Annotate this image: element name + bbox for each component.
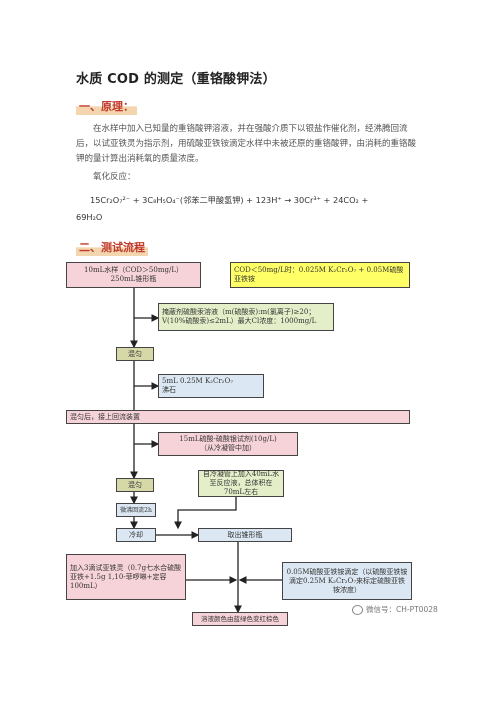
section-heading-principle: 一、原理：: [76, 99, 137, 115]
watermark: 微信号：CH-PT0028: [352, 604, 438, 615]
mix-step-2: 混匀: [116, 478, 154, 492]
mix-reflux-box: 混匀后，接上回流装置: [66, 410, 410, 424]
equation-line-2: 69H₂O: [76, 212, 103, 222]
equation-line-1: 15Cr₂O₇²⁻ + 3C₈H₅O₄⁻(邻苯二甲酸氢钾) + 123H⁺ → …: [90, 195, 369, 205]
sample-box: 10mL水样（COD＞50mg/L） 250mL锥形瓶: [66, 262, 201, 288]
wechat-icon: [352, 604, 363, 615]
remove-flask-box: 取出锥形瓶: [198, 528, 292, 542]
silver-sulfate-reagent-box: 15mL硫酸-硫酸银试剂(10g/L) （从冷凝管中加）: [158, 432, 298, 456]
endpoint-box: 溶液颜色由蓝绿色变红棕色: [192, 612, 288, 626]
dichromate-reagent-box: 5mL 0.25M K₂Cr₂O₇ 沸石: [158, 374, 264, 398]
masking-agent-box: 掩蔽剂硫酸汞溶液（m(硫酸汞):m(氯离子)≥20；V(10%硫酸汞)≤2mL）…: [158, 303, 334, 331]
section-heading-procedure: 二、测试流程: [76, 240, 148, 256]
cool-box: 冷却: [116, 528, 156, 542]
page-title: 水质 COD 的测定（重铬酸钾法）: [76, 72, 276, 87]
principle-text: 在水样中加入已知量的重铬酸钾溶液，并在强酸介质下以银盐作催化剂，经沸腾回流后，以…: [76, 124, 417, 164]
mix-step-1: 混匀: [116, 347, 154, 361]
indicator-box: 加入3滴试亚铁灵（0.7g七水合硫酸亚铁+1.5g 1,10-菲啰啉+定容100…: [66, 554, 186, 600]
cod-low-note: COD＜50mg/L时：0.025M K₂Cr₂O₇ + 0.05M硫酸亚铁铵: [230, 262, 410, 288]
watermark-text: 微信号：CH-PT0028: [366, 605, 438, 614]
principle-paragraph: 在水样中加入已知量的重铬酸钾溶液，并在强酸介质下以银盐作催化剂，经沸腾回流后，以…: [76, 122, 424, 167]
titration-box: 0.05M硫酸亚铁铵滴定（以硫酸亚铁铵滴定0.25M K₂Cr₂O₇来标定硫酸亚…: [282, 562, 412, 600]
arrow-add-water: [174, 497, 237, 530]
oxidation-label: 氧化反应：: [93, 172, 136, 182]
reflux-box: 微沸回流2h: [116, 503, 156, 517]
add-water-box: 自冷凝管上加入40mL水至反应液，总体积在70mL左右: [198, 470, 284, 497]
